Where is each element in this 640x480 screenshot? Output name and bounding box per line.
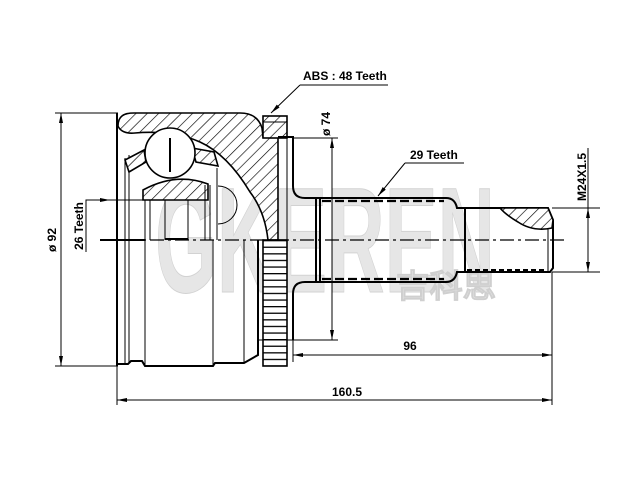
label-thread: M24X1.5 — [575, 153, 589, 201]
label-length-96: 96 — [403, 339, 417, 353]
label-diameter-74: ø 74 — [319, 112, 333, 136]
dimension-thread: M24X1.5 — [552, 148, 600, 273]
housing-section-hatched — [117, 112, 279, 241]
abs-ring-teeth — [262, 239, 288, 367]
shaft — [305, 197, 554, 283]
leader-shaft-teeth: 29 Teeth — [377, 148, 464, 197]
inner-race-section — [142, 178, 209, 201]
dimension-diameter-74: ø 74 — [293, 112, 338, 341]
cage-section — [124, 148, 147, 174]
abs-ring-section — [262, 115, 288, 139]
label-length-total: 160.5 — [332, 385, 362, 399]
neck — [258, 136, 306, 341]
leader-abs-teeth: ABS : 48 Teeth — [270, 69, 388, 114]
label-shaft-teeth: 29 Teeth — [410, 148, 458, 162]
label-abs-teeth: ABS : 48 Teeth — [303, 69, 387, 83]
shaft-outline — [305, 197, 554, 283]
dimension-diameter-92: ø 92 — [45, 112, 118, 367]
dimension-length-96: 96 — [292, 272, 553, 405]
abs-ring — [262, 115, 288, 367]
watermark-chinese: 吉科思 — [396, 267, 496, 305]
label-inner-teeth: 26 Teeth — [72, 202, 86, 250]
label-diameter-92: ø 92 — [45, 228, 59, 252]
thread-section — [498, 207, 554, 230]
dimension-length-total: 160.5 — [116, 366, 552, 405]
leader-inner-teeth: 26 Teeth — [72, 198, 143, 252]
